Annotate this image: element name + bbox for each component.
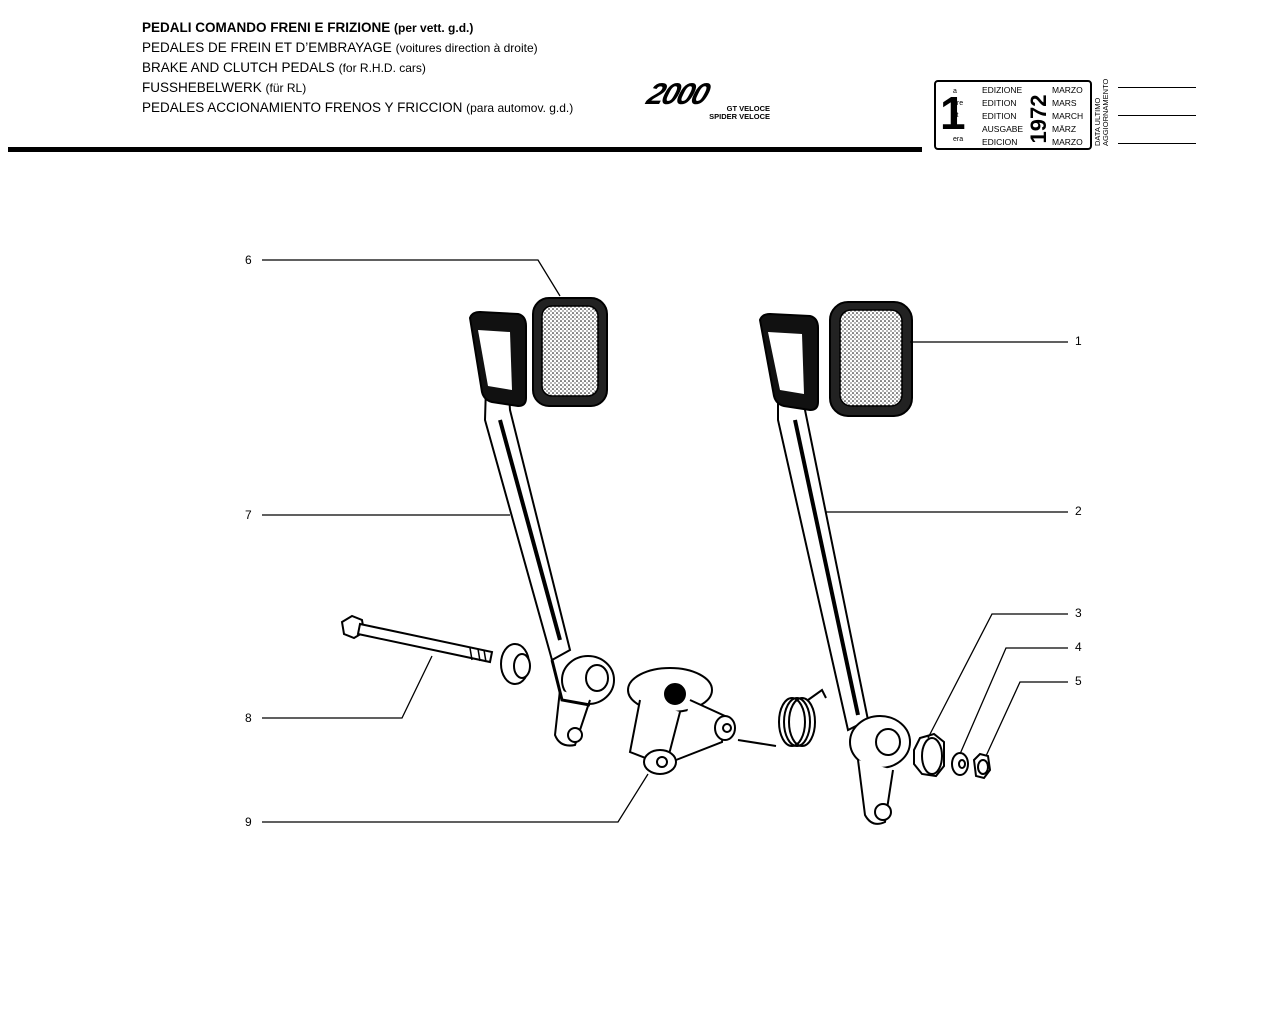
- support-bracket: [627, 667, 736, 775]
- title-german: FUSSHEBELWERK (für RL): [142, 80, 307, 95]
- update-date-line: [1118, 87, 1196, 88]
- washer: [951, 752, 969, 776]
- edition-label: EDITION: [982, 98, 1017, 108]
- logo-sub-gt: GT VELOCE: [726, 104, 770, 113]
- nut: [972, 752, 992, 780]
- pedal-pad-right: [829, 301, 913, 417]
- leader-line-4: [959, 647, 1068, 755]
- callout-7: 7: [245, 508, 252, 522]
- header-rule: [8, 147, 922, 152]
- edition-suffix: st: [953, 112, 959, 119]
- update-date-line: [1118, 115, 1196, 116]
- callout-9: 9: [245, 815, 252, 829]
- callout-4: 4: [1075, 640, 1082, 654]
- title-italian: PEDALI COMANDO FRENI E FRIZIONE (per vet…: [142, 20, 474, 35]
- edition-label: EDITION: [982, 111, 1017, 121]
- leader-line-8: [262, 655, 433, 719]
- pedal-arm-right: [758, 312, 911, 825]
- title-french: PEDALES DE FREIN ET D’EMBRAYAGE (voiture…: [142, 40, 538, 55]
- callout-3: 3: [1075, 606, 1082, 620]
- edition-month: MARS: [1052, 98, 1077, 108]
- leader-line-6: [262, 259, 561, 297]
- edition-month: MARCH: [1052, 111, 1084, 121]
- edition-number: 1: [940, 87, 966, 139]
- edition-label: AUSGABE: [982, 124, 1024, 134]
- edition-suffix: ere: [953, 100, 964, 107]
- edition-box: 1 a ere st . era EDIZIONE EDITION EDITIO…: [934, 80, 1092, 150]
- edition-month: MARZO: [1052, 137, 1083, 147]
- flange-nut: [913, 732, 945, 778]
- callout-8: 8: [245, 711, 252, 725]
- update-date-line: [1118, 143, 1196, 144]
- edition-month: MARZO: [1052, 85, 1083, 95]
- pivot-bolt: [340, 614, 494, 664]
- edition-month: MÄRZ: [1052, 124, 1077, 134]
- pedal-arm-left: [468, 310, 615, 747]
- leader-line-3: [927, 613, 1068, 739]
- leader-line-9: [262, 773, 649, 823]
- title-spanish: PEDALES ACCIONAMIENTO FRENOS Y FRICCION …: [142, 100, 574, 115]
- logo-sub-spider: SPIDER VELOCE: [709, 112, 770, 121]
- callout-6: 6: [245, 253, 252, 267]
- pedal-pad-left: [532, 297, 608, 407]
- edition-suffix: era: [953, 136, 964, 143]
- edition-suffix: .: [953, 124, 955, 131]
- callout-1: 1: [1075, 334, 1082, 348]
- callout-5: 5: [1075, 674, 1082, 688]
- edition-suffix: a: [953, 88, 957, 95]
- title-english: BRAKE AND CLUTCH PEDALS (for R.H.D. cars…: [142, 60, 426, 75]
- bushing: [500, 643, 531, 685]
- title-block: PEDALI COMANDO FRENI E FRIZIONE (per vet…: [142, 18, 573, 118]
- leader-line-5: [985, 681, 1068, 757]
- edition-label: EDICION: [982, 137, 1018, 147]
- model-logo: 2000 GT VELOCE SPIDER VELOCE: [643, 78, 774, 124]
- edition-label: EDIZIONE: [982, 85, 1023, 95]
- callout-2: 2: [1075, 504, 1082, 518]
- return-spring: [737, 688, 827, 747]
